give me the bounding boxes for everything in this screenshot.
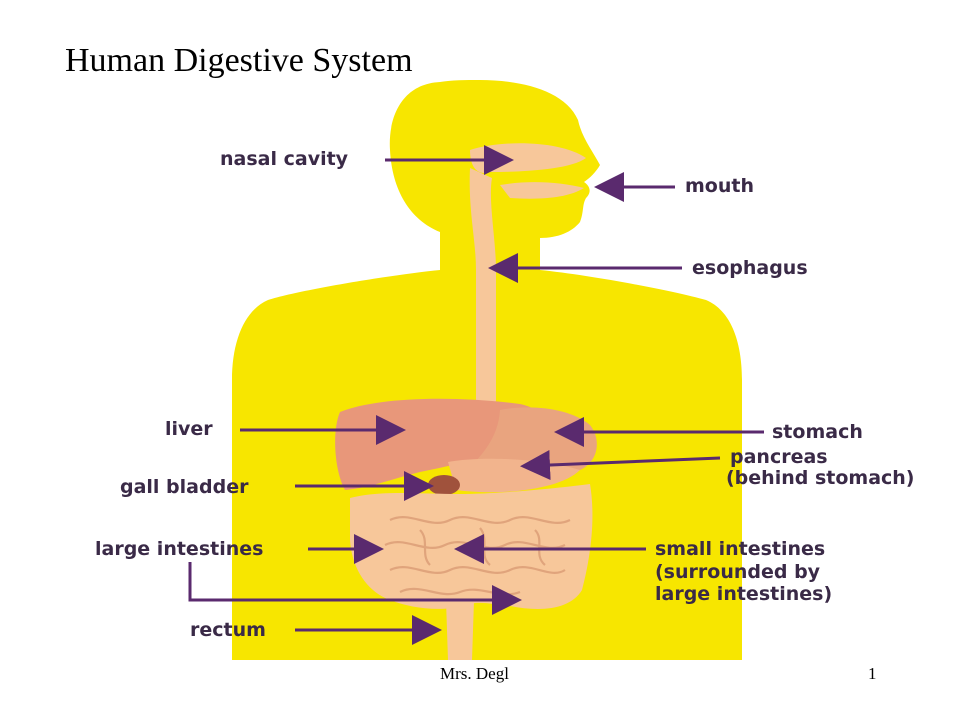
label-pancreas: pancreas xyxy=(730,446,828,468)
page-number: 1 xyxy=(868,664,877,683)
rectum-organ xyxy=(446,600,474,660)
label-esophagus: esophagus xyxy=(692,257,808,279)
arrow-pancreas xyxy=(520,450,721,480)
esophagus-tube xyxy=(469,168,496,408)
label-small-intestines-note2: large intestines) xyxy=(655,583,832,605)
gall-bladder-organ xyxy=(428,475,460,495)
mouth-region xyxy=(500,182,584,199)
label-small-intestines: small intestines xyxy=(655,538,825,560)
label-gall-bladder: gall bladder xyxy=(120,476,249,498)
label-mouth: mouth xyxy=(685,175,754,197)
label-liver: liver xyxy=(165,418,213,440)
label-nasal-cavity: nasal cavity xyxy=(220,148,349,170)
slide-title: Human Digestive System xyxy=(65,42,413,79)
arrow-large-intestines-bend xyxy=(188,562,522,615)
footer-author: Mrs. Degl xyxy=(440,664,509,683)
label-small-intestines-note1: (surrounded by xyxy=(655,561,821,583)
label-rectum: rectum xyxy=(190,619,266,641)
label-large-intestines: large intestines xyxy=(95,538,263,560)
label-stomach: stomach xyxy=(772,421,863,443)
label-pancreas-note: (behind stomach) xyxy=(726,467,915,489)
